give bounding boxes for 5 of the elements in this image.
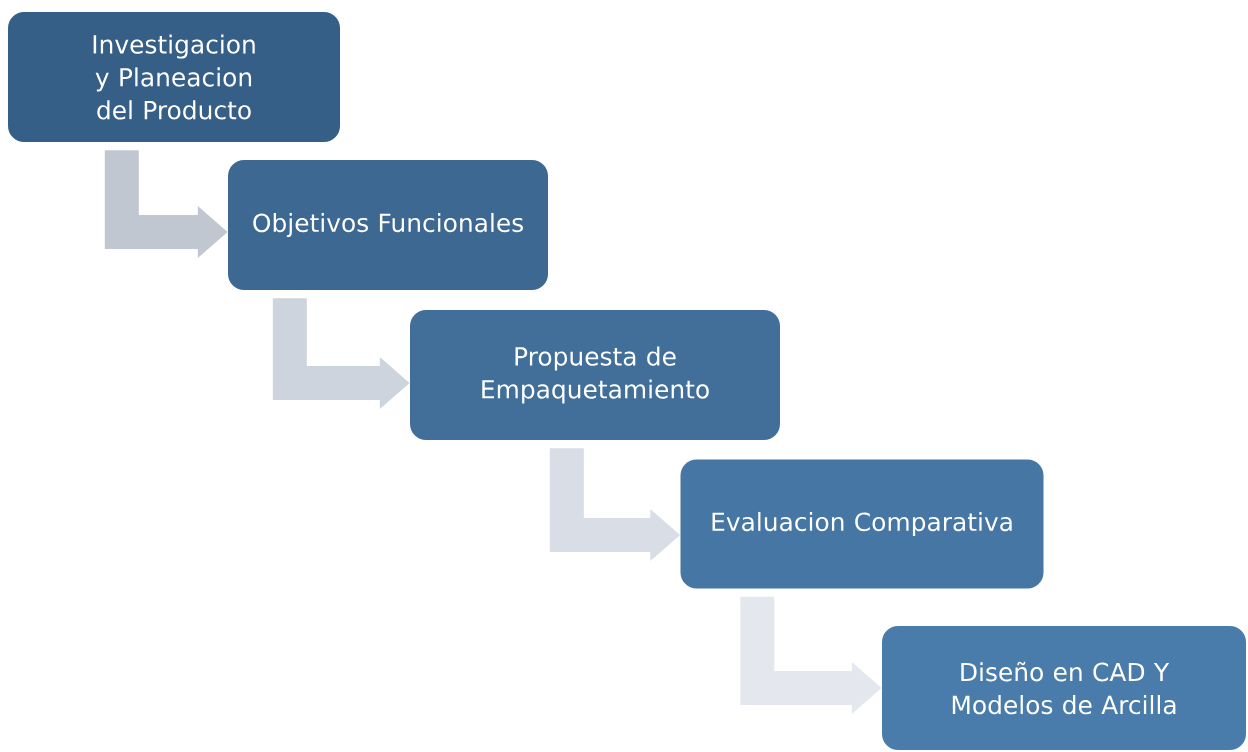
process-box: Propuesta de Empaquetamiento	[410, 310, 780, 440]
process-box: Evaluacion Comparativa	[680, 459, 1044, 589]
process-box: Diseño en CAD Y Modelos de Arcilla	[882, 626, 1246, 750]
process-box: Objetivos Funcionales	[228, 160, 548, 290]
process-box: Investigacion y Planeacion del Producto	[8, 12, 340, 142]
